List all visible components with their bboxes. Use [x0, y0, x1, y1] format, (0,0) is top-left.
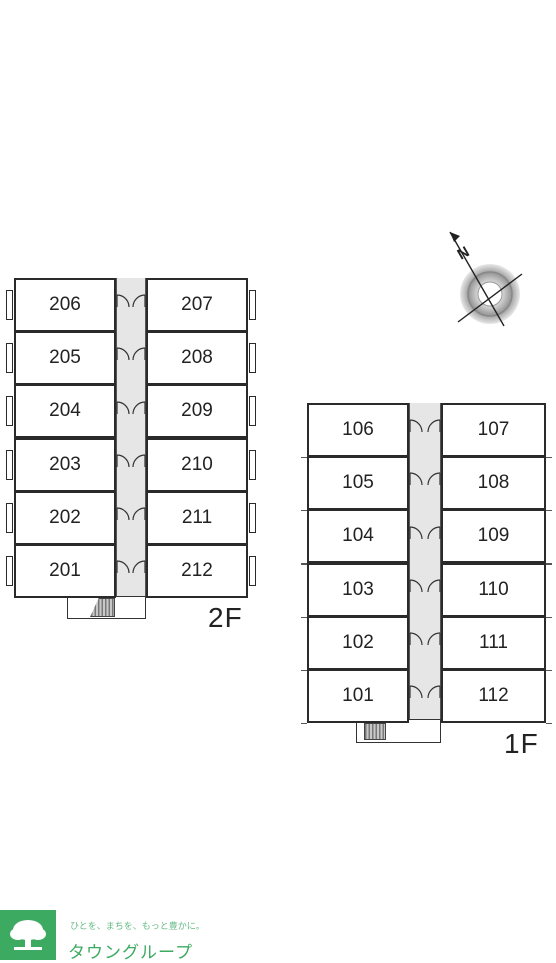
door-swing-icon: [409, 579, 423, 592]
compass-north-label: N: [455, 243, 473, 263]
corridor-2f: [116, 278, 146, 598]
unit-room-108: 108: [441, 456, 546, 511]
balcony-tab: [249, 502, 256, 533]
door-swing-icon: [427, 419, 441, 433]
floor-label-1f: 1F: [504, 728, 539, 759]
door-swing-icon: [427, 685, 441, 699]
balcony-tab: [6, 449, 13, 480]
door-swing-icon: [116, 507, 130, 521]
unit-room-212: 212: [146, 544, 248, 598]
door-swing-icon: [132, 400, 146, 414]
unit-room-210: 210: [146, 437, 248, 492]
unit-room-103: 103: [307, 562, 409, 617]
balcony-tab: [6, 290, 13, 320]
unit-room-207: 207: [146, 278, 248, 332]
staircase-1f: [364, 723, 386, 740]
wall-tick: [546, 563, 552, 565]
door-swing-icon: [116, 294, 130, 308]
door-swing-icon: [427, 472, 441, 486]
unit-room-111: 111: [441, 615, 546, 670]
unit-room-102: 102: [307, 615, 409, 670]
balcony-tab: [6, 502, 13, 533]
balcony-tab: [249, 343, 256, 374]
unit-room-205: 205: [14, 331, 116, 386]
unit-room-107: 107: [441, 403, 546, 457]
unit-room-203: 203: [14, 437, 116, 492]
floor-label-2f: 2F: [208, 602, 243, 633]
door-swing-icon: [116, 454, 130, 467]
wall-tick: [546, 616, 552, 618]
compass-icon: N: [449, 231, 523, 327]
door-swing-icon: [116, 400, 130, 414]
unit-room-211: 211: [146, 490, 248, 545]
unit-room-106: 106: [307, 403, 409, 457]
unit-room-206: 206: [14, 278, 116, 332]
door-swing-icon: [132, 507, 146, 521]
wall-tick: [546, 510, 552, 512]
balcony-tab: [6, 556, 13, 586]
door-swing-icon: [132, 454, 146, 467]
balcony-tab: [249, 396, 256, 427]
door-swing-icon: [427, 632, 441, 646]
logo-brand-name: タウングループ: [68, 943, 193, 963]
door-swing-icon: [132, 294, 146, 308]
balcony-tab: [6, 396, 13, 427]
wall-tick: [301, 510, 307, 512]
door-swing-icon: [116, 560, 130, 574]
door-swing-icon: [427, 579, 441, 592]
door-swing-icon: [116, 347, 130, 361]
door-swing-icon: [132, 560, 146, 574]
wall-tick: [546, 457, 552, 459]
logo-subtext: TOWN GROUP: [6, 951, 42, 957]
unit-room-110: 110: [441, 562, 546, 617]
unit-room-109: 109: [441, 509, 546, 564]
unit-room-208: 208: [146, 331, 248, 386]
wall-tick: [301, 563, 307, 565]
wall-tick: [301, 457, 307, 459]
unit-room-112: 112: [441, 669, 546, 723]
door-swing-icon: [427, 525, 441, 539]
unit-room-209: 209: [146, 384, 248, 439]
wall-tick: [301, 669, 307, 671]
unit-room-101: 101: [307, 669, 409, 723]
unit-room-202: 202: [14, 490, 116, 545]
logo-tagline: ひとを、まちを、もっと豊かに。: [70, 922, 205, 932]
unit-room-105: 105: [307, 456, 409, 511]
unit-room-201: 201: [14, 544, 116, 598]
door-swing-icon: [132, 347, 146, 361]
balcony-tab: [249, 449, 256, 480]
unit-room-204: 204: [14, 384, 116, 439]
wall-tick: [546, 723, 552, 725]
door-swing-icon: [409, 685, 423, 699]
wall-tick: [546, 669, 552, 671]
door-swing-icon: [409, 632, 423, 646]
door-swing-icon: [409, 419, 423, 433]
company-logo: [0, 910, 56, 960]
balcony-tab: [249, 556, 256, 586]
balcony-tab: [6, 343, 13, 374]
balcony-tab: [249, 290, 256, 320]
wall-tick: [301, 723, 307, 725]
door-swing-icon: [409, 472, 423, 486]
unit-room-104: 104: [307, 509, 409, 564]
door-swing-icon: [409, 525, 423, 539]
wall-tick: [301, 616, 307, 618]
